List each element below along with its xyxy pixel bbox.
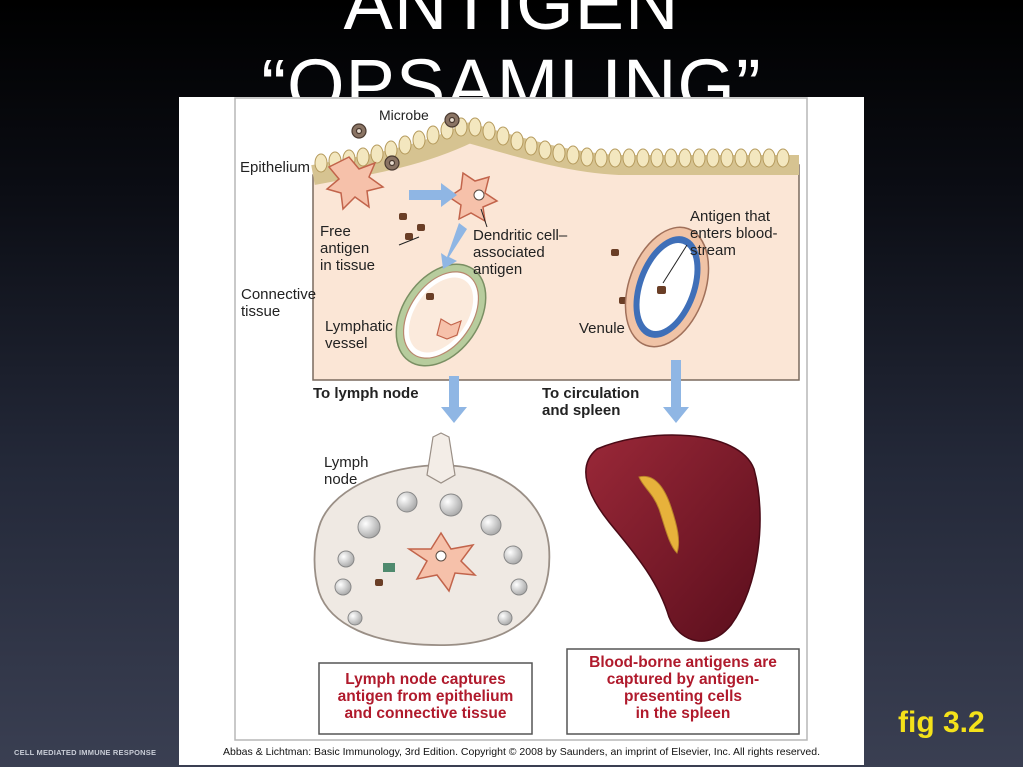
t-cell-receptor-icon bbox=[383, 563, 395, 572]
label-dendritic-cell: Dendritic cell– associated antigen bbox=[473, 227, 568, 278]
caption-box-left bbox=[318, 662, 533, 735]
label-connective-tissue: Connective tissue bbox=[241, 286, 317, 320]
caption-spleen: Blood-borne antigens are captured by ant… bbox=[589, 654, 777, 722]
slide-title-line1: ANTIGEN bbox=[343, 0, 680, 45]
label-to-lymph-node: To lymph node bbox=[313, 385, 419, 402]
figure-panel: Microbe Epithelium Free antigen in tissu… bbox=[179, 97, 864, 765]
label-microbe: Microbe bbox=[379, 107, 429, 123]
label-lymph-node: Lymph node bbox=[324, 454, 369, 488]
microbe-icon bbox=[351, 112, 460, 171]
figure-illustration bbox=[234, 97, 808, 741]
label-free-antigen: Free antigen in tissue bbox=[320, 223, 376, 274]
dendritic-cell-epithelium bbox=[325, 156, 385, 211]
caption-box-right bbox=[566, 648, 800, 735]
dendritic-cell-lymph bbox=[436, 318, 462, 340]
label-to-circulation: To circulation and spleen bbox=[542, 385, 640, 419]
lymph-antigen-icon bbox=[426, 293, 434, 300]
label-lymphatic-vessel: Lymphatic vessel bbox=[325, 318, 393, 352]
slide-footer: CELL MEDIATED IMMUNE RESPONSE bbox=[14, 748, 157, 757]
blood-antigen-icon bbox=[657, 286, 666, 294]
figure-reference: fig 3.2 bbox=[898, 706, 985, 739]
afferent-lymphatic-icon bbox=[426, 432, 456, 484]
label-leader-lines bbox=[398, 208, 688, 284]
spleen-white-pulp bbox=[638, 475, 680, 554]
dendritic-cell-node bbox=[406, 531, 478, 593]
copyright-text: Abbas & Lichtman: Basic Immunology, 3rd … bbox=[223, 746, 820, 758]
venule-icon bbox=[624, 226, 710, 348]
label-epithelium: Epithelium bbox=[240, 159, 311, 176]
label-venule: Venule bbox=[579, 320, 625, 337]
caption-lymph-node: Lymph node captures antigen from epithel… bbox=[337, 671, 514, 722]
flow-arrows bbox=[409, 183, 689, 423]
antigen-icon bbox=[473, 189, 485, 201]
label-antigen-bloodstream: Antigen that enters blood- stream bbox=[690, 208, 778, 259]
lymph-node-follicles bbox=[334, 491, 528, 626]
